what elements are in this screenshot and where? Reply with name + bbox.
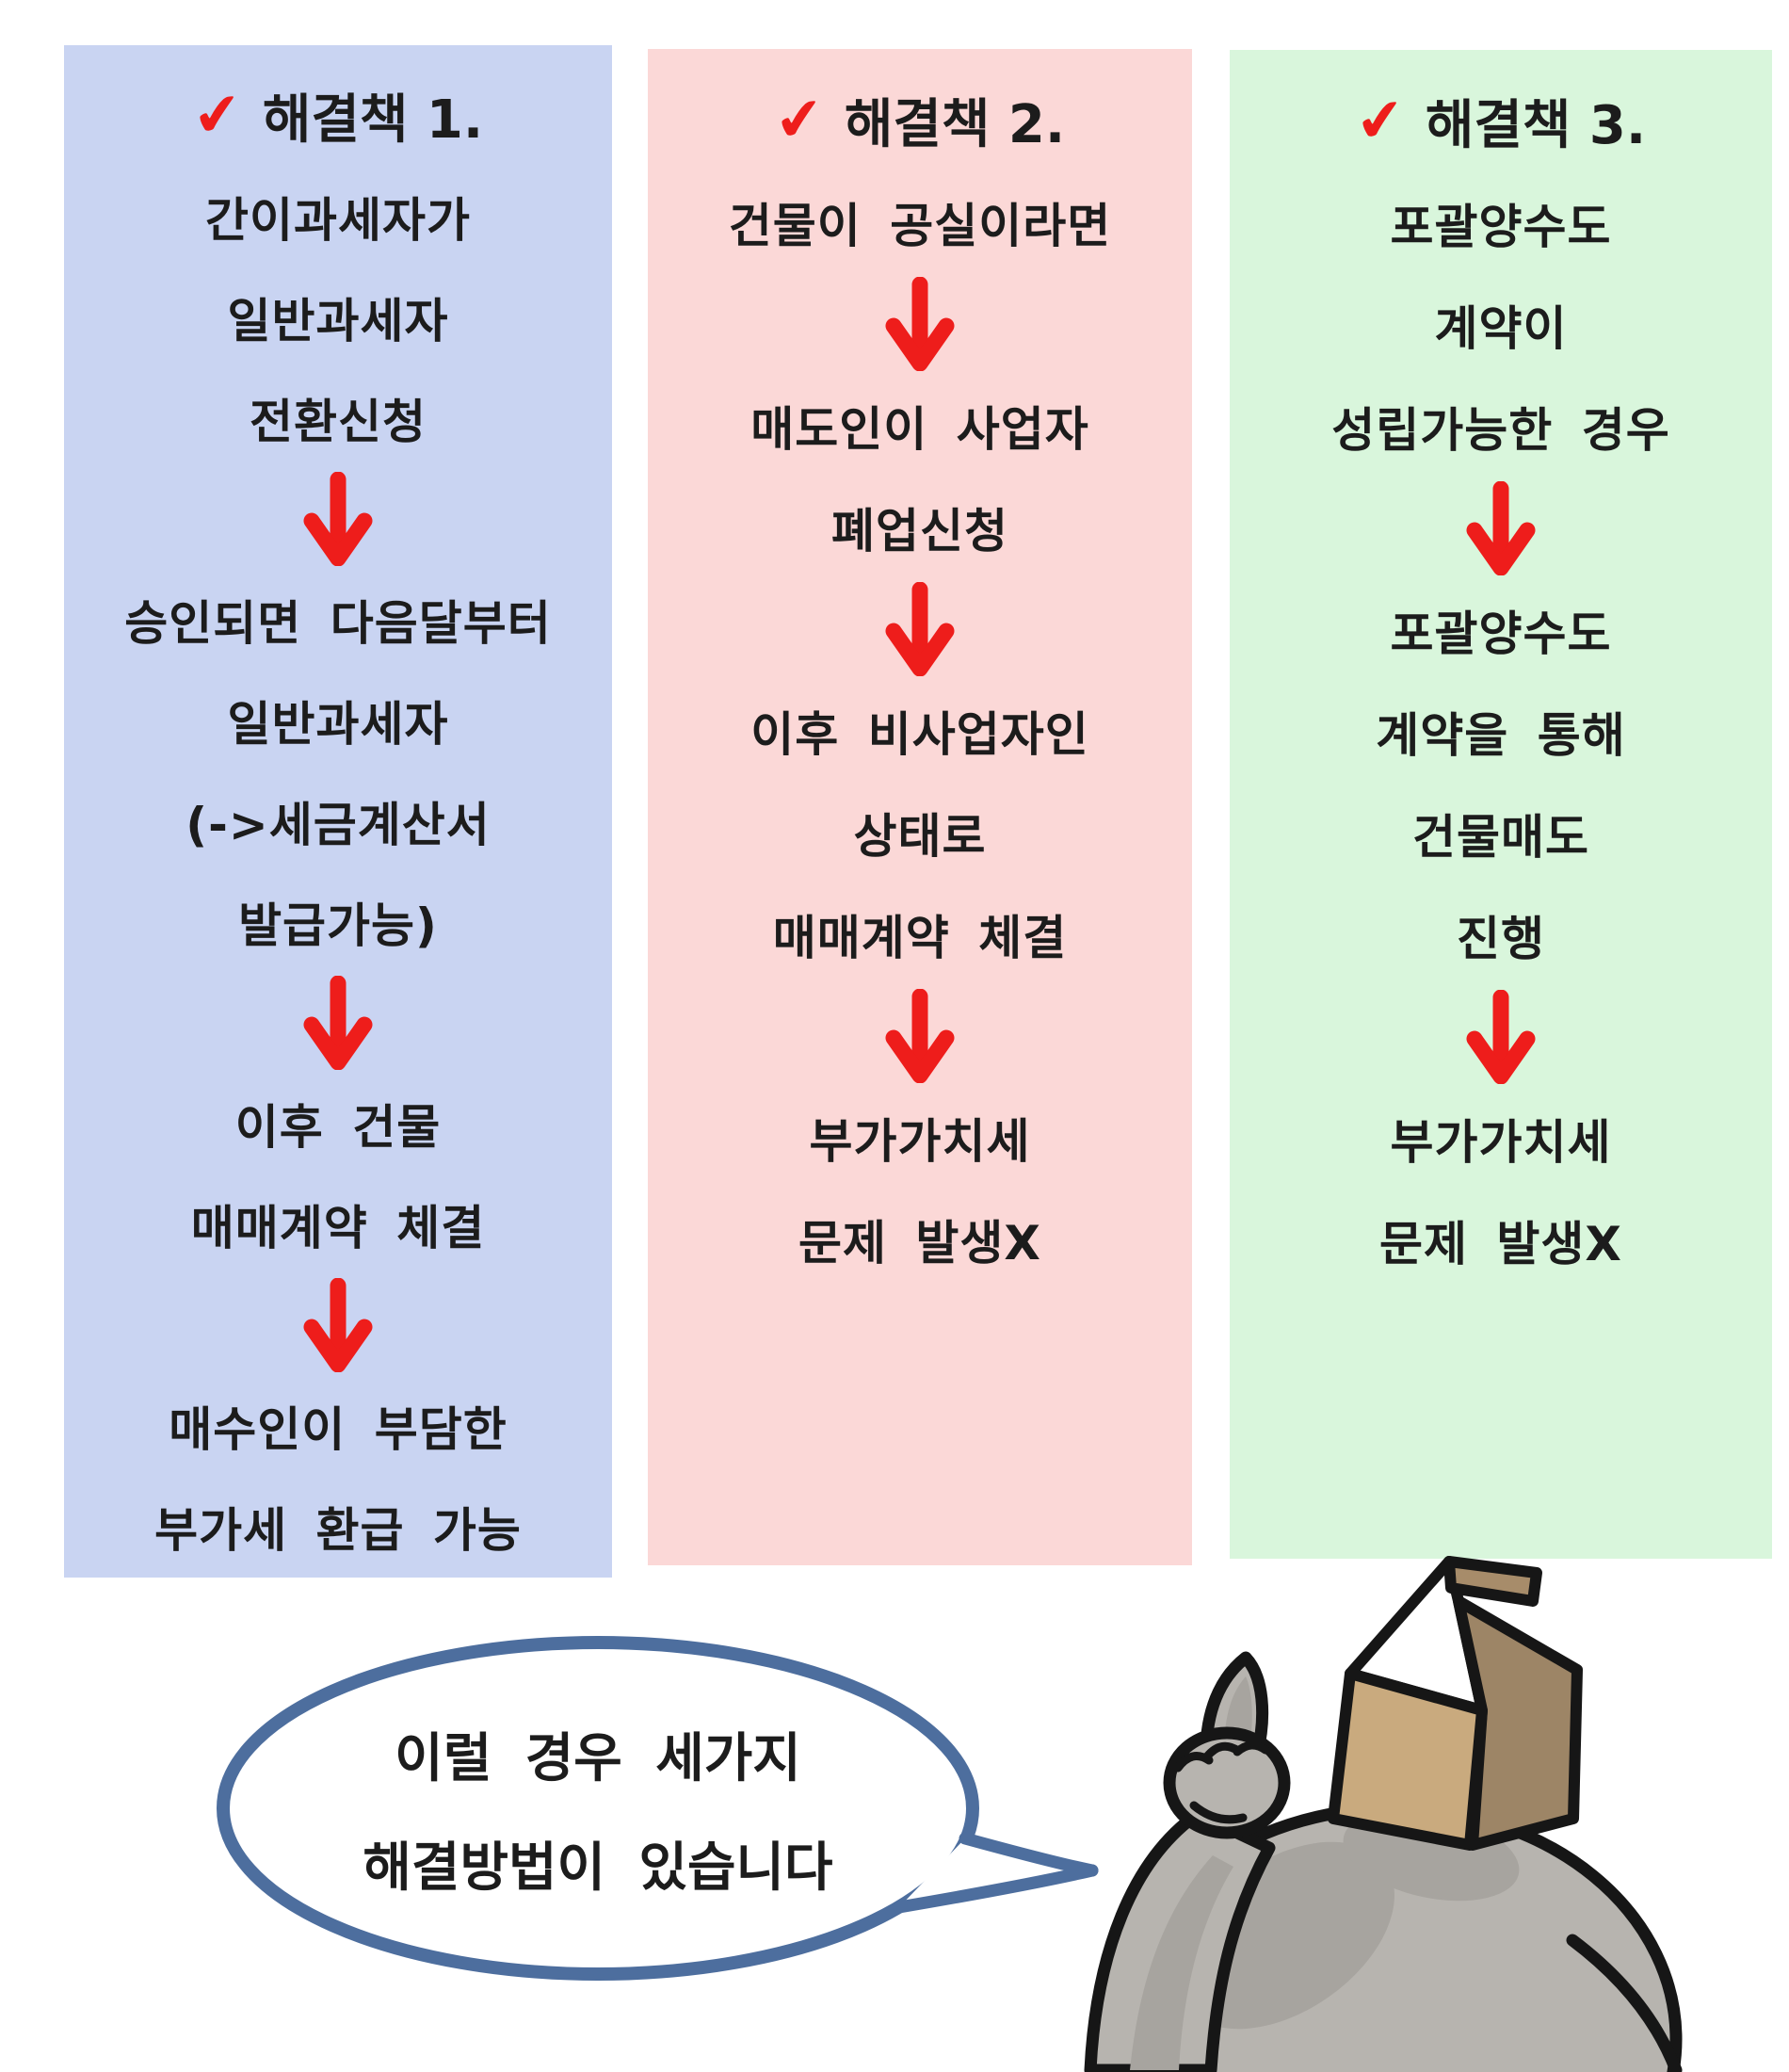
flow-step-text: 승인되면 다음달부터 [124, 596, 552, 652]
arrow-down-icon [885, 989, 955, 1083]
flow-step-text: 건물이 공실이라면 [728, 199, 1112, 253]
check-icon: ✔ [771, 82, 828, 156]
flow-step-text: 계약을 통해 [1376, 708, 1626, 763]
arrow-down-icon [1465, 986, 1537, 1088]
arrow-down-icon [302, 469, 374, 570]
arrow-down-icon [303, 1278, 373, 1373]
flow-step-text: 일반과세자 [227, 697, 449, 753]
flow-step-text: 포괄양수도 [1390, 200, 1612, 254]
flow-step-text: 폐업신청 [831, 504, 1008, 558]
flow-step-text: 전환신청 [250, 395, 427, 450]
flow-step-text: 문제 발생X [1379, 1217, 1622, 1271]
flow-step-text: 발급가능) [238, 898, 438, 954]
arrow-down-icon [1466, 481, 1536, 575]
flow-step-text: (->세금계산서 [185, 798, 491, 853]
speech-bubble-tail-edge [893, 1864, 1099, 1914]
solution-header: ✔ 해결책 3. [1352, 69, 1647, 172]
solution-title: 해결책 3. [1425, 94, 1647, 156]
arrow-down-icon [884, 578, 956, 680]
flow-step-text: 매매계약 체결 [772, 911, 1068, 965]
flow-step-text: 매매계약 체결 [190, 1201, 486, 1256]
flow-step-text: 매도인이 사업자 [750, 402, 1089, 457]
solution-header: ✔ 해결책 2. [771, 68, 1066, 171]
arrow-down-icon [885, 277, 955, 371]
pointing-hand [1084, 1651, 1291, 2072]
flow-step-text: 간이과세자가 [205, 193, 471, 249]
flow-step-text: 일반과세자 [227, 294, 449, 349]
flow-step-text: 부가가치세 [809, 1114, 1031, 1169]
solution-header: ✔ 해결책 1. [189, 64, 484, 167]
flow-step-text: 상태로 [853, 809, 987, 864]
flow-step-text: 계약이 [1434, 301, 1568, 356]
arrow-down-icon [1465, 478, 1537, 579]
flow-step-text: 이후 건물 [234, 1100, 442, 1156]
solution-title: 해결책 2. [844, 93, 1066, 155]
flow-step-text: 건물매도 [1412, 810, 1589, 865]
flow-step-text: 부가가치세 [1390, 1115, 1612, 1170]
speech-bubble-text: 이럴 경우 세가지 [395, 1728, 801, 1789]
flow-step-text: 이후 비사업자인 [750, 707, 1089, 762]
arrow-down-icon [303, 472, 373, 567]
check-icon: ✔ [189, 77, 246, 153]
speech-bubble-tail [899, 1838, 1097, 1907]
flow-step-text: 진행 [1457, 912, 1545, 966]
check-icon: ✔ [1352, 83, 1409, 157]
solution-title: 해결책 1. [262, 89, 484, 151]
flow-step-text: 문제 발생X [798, 1216, 1041, 1271]
arrow-down-icon [885, 582, 955, 676]
speech-bubble [217, 1636, 1099, 1981]
arrow-down-icon [884, 985, 956, 1087]
arrow-down-icon [303, 976, 373, 1071]
box-head-character [1084, 1556, 1683, 2072]
flow-step-text: 성립가능한 경우 [1331, 403, 1670, 458]
flow-step-text: 매수인이 부담한 [169, 1402, 508, 1458]
arrow-down-icon [884, 273, 956, 375]
speech-bubble-outline [217, 1636, 979, 1981]
arrow-down-icon [302, 973, 374, 1074]
arrow-down-icon [1466, 990, 1536, 1084]
arrow-down-icon [302, 1275, 374, 1376]
speech-bubble-text: 해결방법이 있습니다 [363, 1837, 833, 1899]
cardboard-box-icon [1328, 1556, 1583, 1851]
flow-step-text: 포괄양수도 [1390, 607, 1612, 661]
flow-step-text: 부가세 환급 가능 [154, 1503, 522, 1559]
